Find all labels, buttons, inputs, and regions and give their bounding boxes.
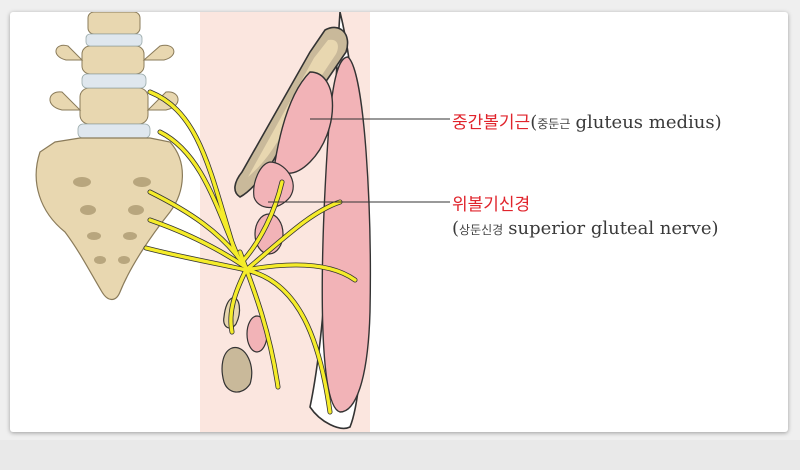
label-gluteus-medius-latin: gluteus medius	[575, 112, 715, 133]
gluteus-medius-muscle	[274, 71, 334, 174]
anatomy-illustration	[35, 12, 450, 429]
gluteus-medius-long-muscle	[321, 56, 372, 413]
intervertebral-discs	[77, 33, 151, 139]
label-gluteus-medius: 중간볼기근(중둔근 gluteus medius)	[452, 108, 722, 133]
ischium-bone-large	[221, 347, 253, 393]
label-superior-gluteal-nerve-open-paren: (	[452, 218, 460, 239]
label-superior-gluteal-nerve-korean-line: 위볼기신경	[452, 190, 530, 215]
bottom-strip	[0, 440, 800, 470]
label-superior-gluteal-nerve-latin: superior gluteal nerve	[508, 218, 712, 239]
illustration-card: 중간볼기근(중둔근 gluteus medius) 위볼기신경 (상둔신경 su…	[10, 12, 788, 432]
label-gluteus-medius-open-paren: (	[530, 112, 538, 133]
label-superior-gluteal-nerve-latin-line: (상둔신경 superior gluteal nerve)	[452, 218, 719, 239]
sacral-foramina	[73, 177, 151, 264]
label-superior-gluteal-nerve-korean: 위볼기신경	[452, 195, 531, 215]
label-gluteus-medius-korean: 중간볼기근	[452, 113, 531, 133]
sacrum-bone	[35, 137, 183, 301]
label-gluteus-medius-korean-alt: 중둔근	[537, 117, 571, 131]
label-gluteus-medius-close-paren: )	[714, 112, 722, 133]
label-superior-gluteal-nerve-korean-alt: 상둔신경	[459, 223, 504, 237]
label-superior-gluteal-nerve-close-paren: )	[711, 218, 719, 239]
superior-gluteal-nerve	[144, 90, 357, 414]
lumbar-spine	[49, 12, 179, 125]
